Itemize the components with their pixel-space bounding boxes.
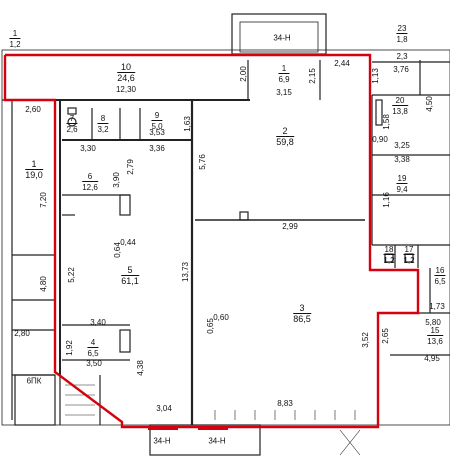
dimension-label: 5,22 [67, 267, 76, 283]
dimension-label: 4,95 [424, 354, 440, 363]
dimension-label: 3,36 [149, 144, 165, 153]
dimension-label: 2,65 [381, 328, 390, 344]
dimension-label: 3,76 [393, 65, 409, 74]
dimension-label: 3,38 [394, 155, 410, 164]
dimension-label: 0,44 [120, 238, 136, 247]
dimension-label: 2,80 [14, 329, 30, 338]
dimension-label: 7,20 [39, 192, 48, 208]
dimension-label: 1,16 [382, 192, 391, 208]
dimension-label: 5,76 [198, 154, 207, 170]
dimension-label: 1,73 [429, 302, 445, 311]
dimension-label: 2,79 [126, 159, 135, 175]
dimension-label: 2,99 [282, 222, 298, 231]
dimension-label: 3,25 [394, 141, 410, 150]
dimension-label: 0,90 [372, 135, 388, 144]
dimension-label: 0,60 [213, 313, 229, 322]
dimension-label: 4,38 [136, 360, 145, 376]
dimension-label: 2,3 [396, 52, 408, 61]
exit-tag: 6ПК [26, 376, 42, 386]
dimension-label: 2,60 [25, 105, 41, 114]
dimension-label: 4,80 [39, 276, 48, 292]
dimension-label: 1,13 [371, 68, 380, 84]
dimension-label: 3,15 [276, 88, 292, 97]
dimension-label: 13,73 [181, 261, 190, 283]
dimension-label: 4,50 [425, 96, 434, 112]
dimension-label: 1,58 [382, 114, 391, 130]
dimension-label: 3,04 [156, 404, 172, 413]
building-outline [1, 49, 450, 426]
dimension-label: 1,63 [183, 116, 192, 132]
dimension-label: 0,64 [113, 242, 122, 258]
dimension-label: 2,15 [308, 68, 317, 84]
dimension-label: 1,92 [65, 340, 74, 356]
dimension-label: 2,44 [334, 59, 350, 68]
dimension-label: 3,53 [149, 128, 165, 137]
dimension-label: 3,30 [80, 144, 96, 153]
dimension-label: 5,80 [425, 318, 441, 327]
stair-tag: 34-Н [153, 436, 171, 446]
stair-tag: 34-Н [208, 436, 226, 446]
dimension-label: 12,30 [115, 85, 137, 94]
dimension-label: 3,50 [86, 359, 102, 368]
dimension-label: 8,83 [277, 399, 293, 408]
stair-tag: 34-Н [273, 33, 291, 43]
dimension-label: 3,52 [361, 332, 370, 348]
dimension-label: 3,40 [90, 318, 106, 327]
dimension-label: 3,90 [112, 172, 121, 188]
dimension-label: 2,00 [239, 66, 248, 82]
premises-boundary [3, 53, 420, 429]
